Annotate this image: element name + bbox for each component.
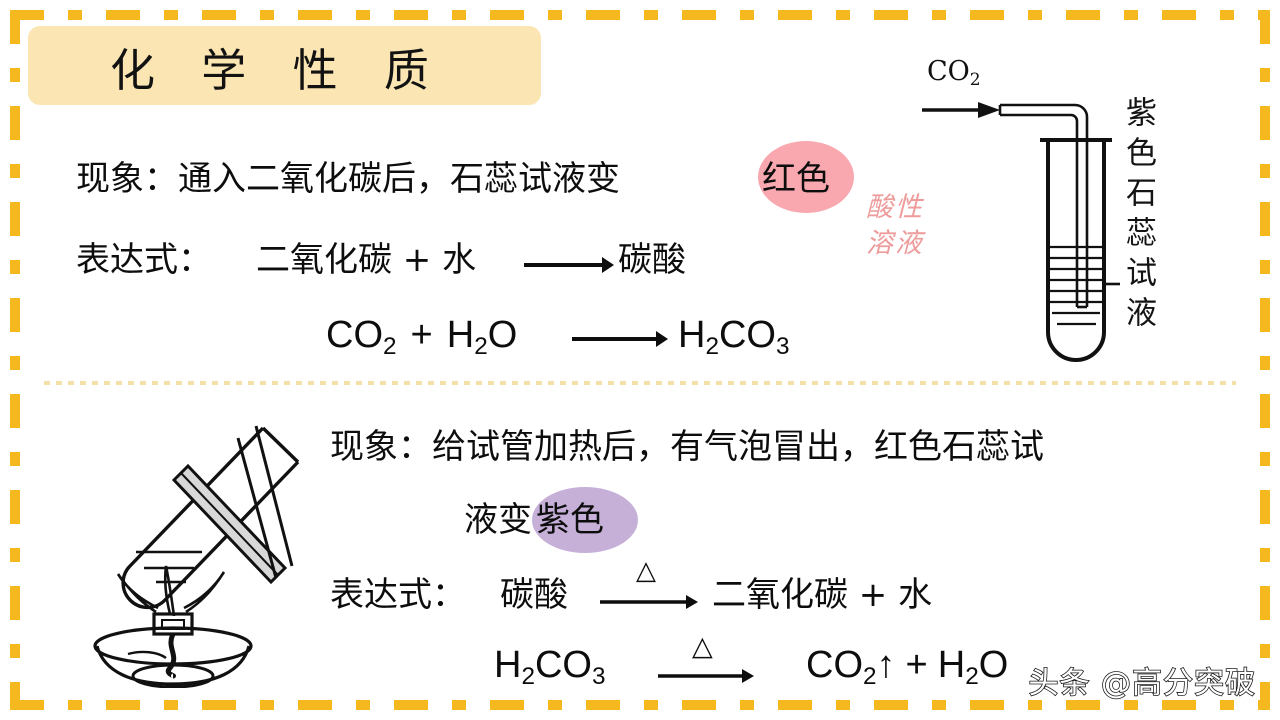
bottom-expression-arrow-icon bbox=[600, 595, 698, 609]
frame-border-left bbox=[10, 10, 20, 710]
bot-eq-reactanta: H bbox=[494, 644, 522, 686]
bot-eq-plus: + bbox=[905, 644, 928, 686]
bot-eq-product1-sub: 2 bbox=[863, 662, 877, 690]
top-eq-productb: CO bbox=[718, 314, 776, 356]
frame-border-top bbox=[10, 10, 1270, 20]
annotation-line-1: 酸性 bbox=[866, 192, 924, 223]
top-eq-product-sub1: 2 bbox=[705, 332, 719, 360]
top-expression-arrow-icon bbox=[524, 257, 614, 273]
title-banner bbox=[28, 26, 541, 105]
top-eq-reactant2b: O bbox=[487, 314, 518, 356]
bottom-equation-reactant: H2CO3 bbox=[494, 646, 606, 689]
bot-eq-product2a: H bbox=[937, 644, 966, 686]
bottom-phenomenon-line-2-highlight: 紫色 bbox=[536, 500, 604, 540]
page-title: 化 学 性 质 bbox=[110, 44, 445, 97]
bot-eq-product2b: O bbox=[978, 644, 1009, 686]
frame-border-right bbox=[1260, 10, 1270, 710]
bottom-expression-label: 表达式： bbox=[330, 575, 466, 615]
top-equation: CO2+H2O bbox=[326, 316, 517, 359]
watermark: 头条 @高分突破 bbox=[1028, 665, 1256, 702]
bot-eq-product2-sub: 2 bbox=[965, 662, 979, 690]
purple-litmus-label: 紫色石蕊试液 bbox=[1120, 96, 1156, 336]
top-eq-reactant1-sub: 2 bbox=[383, 332, 397, 360]
bottom-equation-arrow-icon bbox=[658, 669, 754, 683]
co2-gas-label: CO2 bbox=[927, 56, 981, 90]
acidic-solution-annotation: 酸性 溶液 bbox=[866, 190, 924, 263]
test-tube-apparatus-diagram bbox=[922, 102, 1120, 362]
bottom-phenomenon-line-2-prefix: 液变 bbox=[464, 500, 532, 540]
bot-eq-product1: CO bbox=[806, 644, 863, 686]
bot-eq-reactantb: CO bbox=[534, 644, 592, 686]
top-phenomenon-text: 现象：通入二氧化碳后，石蕊试液变 bbox=[76, 159, 620, 199]
bot-eq-reactant-sub1: 2 bbox=[521, 662, 535, 690]
section-divider bbox=[44, 381, 1236, 385]
top-expression-left: 二氧化碳 + 水 bbox=[256, 240, 477, 280]
top-equation-product: H2CO3 bbox=[678, 316, 790, 359]
bottom-phenomenon-line-1: 现象：给试管加热后，有气泡冒出，红色石蕊试 bbox=[330, 427, 1044, 467]
co2-label-sub: 2 bbox=[969, 70, 981, 91]
top-expression-right: 碳酸 bbox=[618, 240, 686, 280]
annotation-line-2: 溶液 bbox=[866, 228, 924, 260]
top-eq-plus: + bbox=[410, 314, 433, 356]
bot-eq-reactant-sub2: 3 bbox=[591, 662, 606, 690]
bottom-expression-condition: △ bbox=[636, 556, 656, 586]
frame-border-bottom bbox=[10, 700, 1270, 710]
heating-test-tube-diagram bbox=[93, 425, 300, 688]
top-eq-producta: H bbox=[678, 314, 706, 356]
red-highlight-blob bbox=[758, 141, 854, 213]
top-expression-label: 表达式： bbox=[76, 240, 212, 280]
top-eq-product-sub2: 3 bbox=[775, 332, 790, 360]
top-equation-arrow-icon bbox=[572, 331, 668, 347]
bottom-expression-right: 二氧化碳 + 水 bbox=[712, 575, 933, 615]
top-eq-reactant2-sub: 2 bbox=[474, 332, 488, 360]
top-phenomenon-highlight: 红色 bbox=[762, 159, 830, 199]
co2-label-main: CO bbox=[927, 56, 970, 87]
bottom-equation-product: CO2↑+H2O bbox=[806, 646, 1008, 689]
bottom-equation-condition: △ bbox=[692, 631, 713, 661]
bottom-expression-left: 碳酸 bbox=[500, 575, 568, 615]
top-eq-reactant1: CO bbox=[326, 314, 383, 356]
purple-highlight-blob bbox=[532, 487, 638, 553]
bot-eq-gas-arrow-icon: ↑ bbox=[876, 644, 896, 686]
top-eq-reactant2a: H bbox=[446, 314, 475, 356]
